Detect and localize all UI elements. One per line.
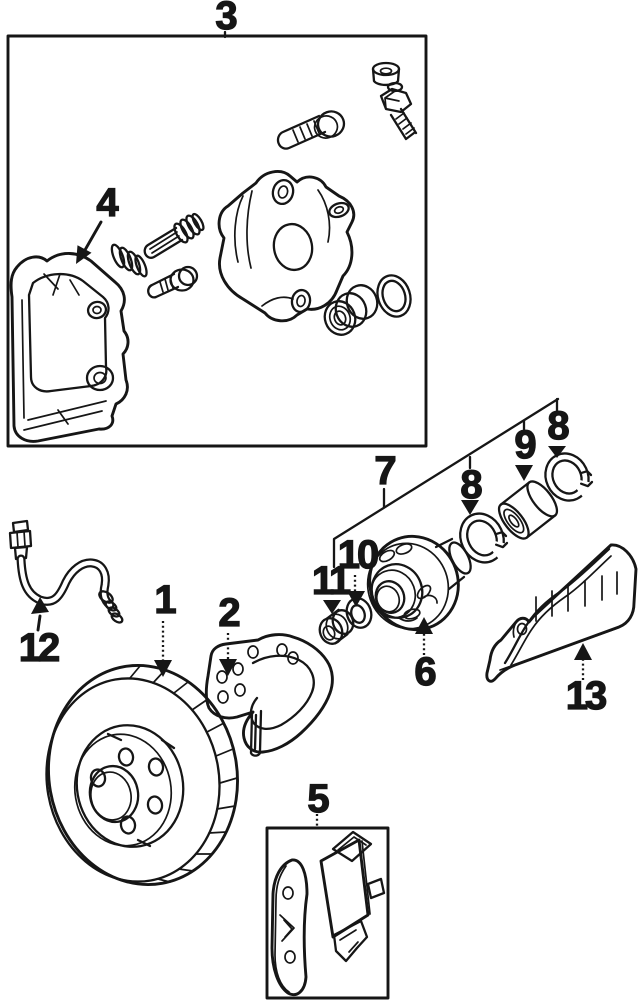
callout-5-pad-kit: 5: [307, 777, 331, 821]
brake-hose-drawing: [8, 519, 124, 624]
callout-2-bracket: 2: [218, 591, 242, 635]
mounting-bracket-drawing: [204, 633, 334, 757]
callout-10-arrowhead: [347, 591, 365, 607]
callout-8-snap-ring-left: 8: [460, 463, 484, 507]
snap-ring-right-drawing: [544, 452, 601, 507]
caliper-housing-drawing: [217, 170, 356, 323]
caliper-bolt-lower-drawing: [147, 265, 199, 299]
callout-9-arrowhead: [515, 465, 533, 481]
rotor-drawing: [45, 663, 239, 887]
guide-pin-drawing: [143, 212, 205, 259]
callout-12-brake-hose: 12: [18, 626, 61, 670]
piston-seal-drawing: [376, 274, 412, 318]
callout-4-leader: [83, 220, 103, 252]
caliper-kit-box: [6, 34, 428, 448]
callout-12-arrowhead: [31, 597, 49, 614]
dust-shield-drawing: [485, 543, 638, 683]
callout-3-caliper-kit: 3: [215, 0, 239, 38]
callout-1-rotor: 1: [154, 578, 178, 622]
bleeder-screw-drawing: [379, 81, 418, 141]
caliper-bolt-upper-drawing: [276, 110, 346, 150]
callout-13-arrowhead: [574, 643, 592, 660]
bushing-drawing: [110, 243, 148, 278]
snap-ring-left-drawing: [459, 512, 516, 568]
callout-8-left-arrowhead: [461, 500, 479, 515]
bearing-drawing: [497, 480, 559, 540]
callout-11-nut: 11: [311, 559, 352, 603]
pad-kit-box: [265, 826, 390, 1000]
callout-12-leader: [36, 614, 42, 632]
callout-leaders: [31, 30, 592, 827]
callout-8-snap-ring-right: 8: [547, 404, 571, 448]
callout-2-arrowhead: [219, 659, 237, 676]
callout-6-arrowhead: [415, 617, 433, 634]
callout-9-bearing: 9: [514, 423, 538, 467]
callout-11-arrowhead: [323, 600, 341, 614]
outer-pad-drawing: [270, 858, 309, 997]
spindle-nut-drawing: [318, 608, 355, 645]
callout-4-caliper-bracket: 4: [96, 181, 120, 225]
callout-8-right-arrowhead: [548, 446, 566, 458]
callout-13-dust-shield: 13: [565, 674, 608, 718]
callout-4-arrowhead: [76, 245, 92, 264]
callout-7-hub-kit: 7: [374, 449, 398, 493]
piston-drawing: [323, 284, 379, 336]
inner-pad-drawing: [319, 830, 386, 963]
hub-kit-group-line: [332, 397, 560, 569]
callout-1-arrowhead: [154, 660, 172, 677]
callout-10-washer: 10: [337, 533, 380, 577]
caliper-bracket-drawing: [9, 252, 130, 443]
hub-drawing: [366, 534, 472, 632]
bleeder-cap-drawing: [371, 61, 401, 87]
callout-6-hub: 6: [414, 650, 438, 694]
